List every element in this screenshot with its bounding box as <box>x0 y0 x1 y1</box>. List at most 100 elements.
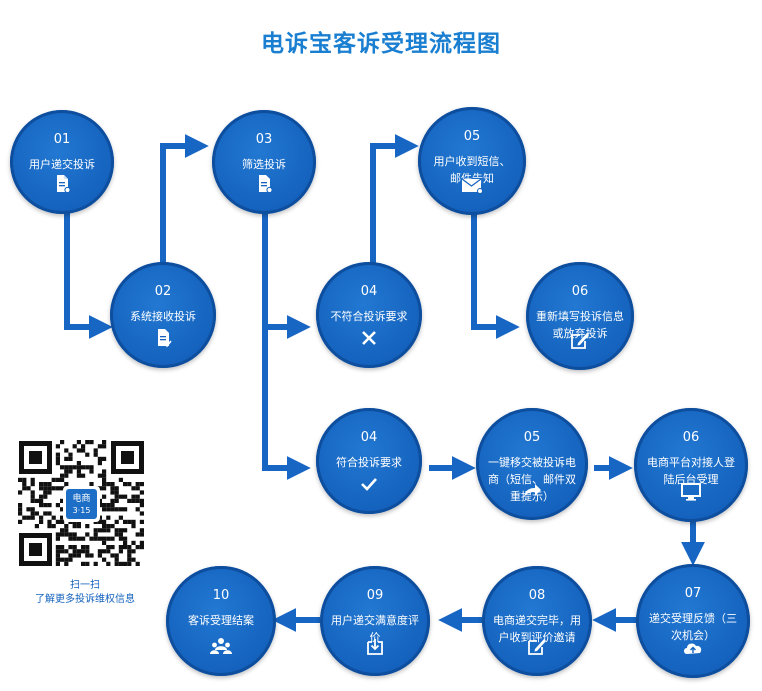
qr-module <box>127 498 132 503</box>
envelope-icon <box>461 178 483 194</box>
qr-module <box>135 486 140 491</box>
qr-module <box>64 448 69 453</box>
qr-module <box>34 524 39 529</box>
qr-module <box>30 490 35 495</box>
qr-module <box>85 553 90 558</box>
qr-module <box>60 498 65 503</box>
qr-module <box>26 486 31 491</box>
check-icon <box>361 478 377 491</box>
qr-module <box>123 536 128 541</box>
qr-module <box>110 536 115 541</box>
qr-module <box>110 482 115 487</box>
step-05-transfer-to-merchant: 05 一键移交被投诉电商（短信、邮件双重提示） <box>476 408 588 520</box>
qr-module <box>55 561 60 566</box>
qr-module <box>102 503 107 508</box>
qr-module <box>106 507 111 512</box>
qr-module <box>39 515 44 520</box>
qr-module <box>43 490 48 495</box>
qr-module <box>55 536 60 541</box>
qr-module <box>85 532 90 537</box>
arrow-04a-05a <box>370 134 419 265</box>
qr-module <box>47 482 52 487</box>
qr-module <box>76 473 81 478</box>
qr-module <box>123 507 128 512</box>
qr-module <box>131 557 136 562</box>
qr-module <box>30 515 35 520</box>
qr-module <box>118 528 123 533</box>
qr-module <box>64 549 69 554</box>
qr-module <box>106 482 111 487</box>
qr-module <box>64 532 69 537</box>
qr-module <box>60 507 65 512</box>
qr-module <box>43 486 48 491</box>
qr-module <box>93 561 98 566</box>
monitor-icon <box>681 483 701 501</box>
qr-module <box>139 503 144 508</box>
qr-module <box>118 536 123 541</box>
qr-module <box>81 473 86 478</box>
qr-module <box>60 557 65 562</box>
qr-module <box>60 515 65 520</box>
qr-module <box>139 528 144 533</box>
qr-module <box>85 440 90 445</box>
qr-module <box>114 519 119 524</box>
qr-module <box>123 528 128 533</box>
qr-module <box>76 549 81 554</box>
qr-module <box>97 549 102 554</box>
qr-module <box>102 536 107 541</box>
qr-module <box>118 515 123 520</box>
step-label: 电商平台对接人登陆后台受理 <box>647 456 735 486</box>
step-label: 一键移交被投诉电商（短信、邮件双重提示） <box>488 456 576 503</box>
qr-module <box>106 503 111 508</box>
qr-module <box>60 519 65 524</box>
qr-module <box>139 511 144 516</box>
step-06-platform-handle: 06 电商平台对接人登陆后台受理 <box>634 408 748 522</box>
qr-module <box>30 482 35 487</box>
qr-badge-top: 电商 <box>72 492 90 504</box>
step-number: 06 <box>682 430 700 445</box>
arrow-02-03 <box>160 134 209 268</box>
qr-module <box>76 465 81 470</box>
qr-module <box>110 498 115 503</box>
qr-module <box>110 490 115 495</box>
download-icon <box>367 639 383 655</box>
qr-module <box>55 452 60 457</box>
qr-module <box>135 545 140 550</box>
qr-module <box>85 465 90 470</box>
qr-module <box>51 477 56 482</box>
qr-module <box>93 532 98 537</box>
qr-module <box>68 532 73 537</box>
qr-module <box>60 549 65 554</box>
step-03-screen: 03 筛选投诉 <box>212 110 316 214</box>
qr-module <box>39 482 44 487</box>
qr-module <box>127 553 132 558</box>
qr-module <box>64 557 69 562</box>
qr-module <box>47 524 52 529</box>
qr-module <box>76 448 81 453</box>
qr-module <box>106 549 111 554</box>
qr-module <box>68 469 73 474</box>
qr-module <box>18 511 23 516</box>
step-label: 客诉受理结案 <box>188 614 254 627</box>
qr-module <box>64 456 69 461</box>
qr-module <box>55 519 60 524</box>
qr-module <box>89 440 94 445</box>
qr-module <box>30 494 35 499</box>
step-07-submit-feedback: 07 递交受理反馈（三次机会） <box>636 564 750 678</box>
step-label: 递交受理反馈（三次机会） <box>649 612 737 642</box>
qr-module <box>89 465 94 470</box>
qr-module <box>97 536 102 541</box>
qr-module <box>81 549 86 554</box>
step-number: 09 <box>366 588 384 603</box>
step-number: 05 <box>463 129 481 144</box>
qr-module <box>89 469 94 474</box>
step-number: 04 <box>360 430 378 445</box>
qr-module <box>81 536 86 541</box>
qr-module <box>26 515 31 520</box>
arrow-05a-06a <box>471 210 520 339</box>
qr-module <box>106 515 111 520</box>
qr-module <box>81 448 86 453</box>
qr-module <box>64 469 69 474</box>
qr-module <box>102 444 107 449</box>
step-label: 电商递交完毕，用户收到评价邀请 <box>493 614 581 644</box>
